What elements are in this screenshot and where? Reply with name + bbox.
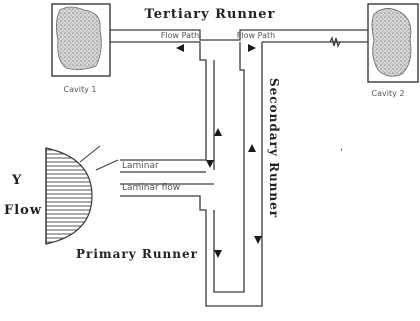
arrow-down-icon xyxy=(214,250,222,258)
tertiary-left-label: Flow Path xyxy=(161,31,199,40)
secondary-runner-label: Secondary Runner xyxy=(267,78,281,218)
right-cavity xyxy=(368,4,418,82)
arrow-down-icon xyxy=(254,236,262,244)
y-marker-label: Y xyxy=(11,173,22,188)
upper-left-runner xyxy=(120,42,214,170)
primary-annotation-2: Laminar flow xyxy=(122,183,180,193)
arrow-up-icon xyxy=(248,144,256,152)
arrow-left-icon xyxy=(176,44,184,52)
primary-annotation-1: Laminar xyxy=(122,161,159,171)
left-cavity xyxy=(52,4,110,76)
arrow-right-icon xyxy=(248,44,256,52)
flow-profile xyxy=(46,146,118,244)
arrow-up-icon xyxy=(214,128,222,136)
cavity-left-label: Cavity 1 xyxy=(64,85,97,94)
flow-arrows xyxy=(176,44,262,258)
primary-runner-label: Primary Runner xyxy=(76,247,198,261)
side-mark: , xyxy=(340,142,343,153)
tertiary-runner-label: Tertiary Runner xyxy=(145,7,276,22)
arrow-down-icon xyxy=(206,160,214,168)
flow-label: Flow xyxy=(4,203,42,218)
cavity-right-label: Cavity 2 xyxy=(372,89,405,98)
tertiary-right-label: Flow Path xyxy=(237,31,275,40)
secondary-runner xyxy=(240,42,262,240)
